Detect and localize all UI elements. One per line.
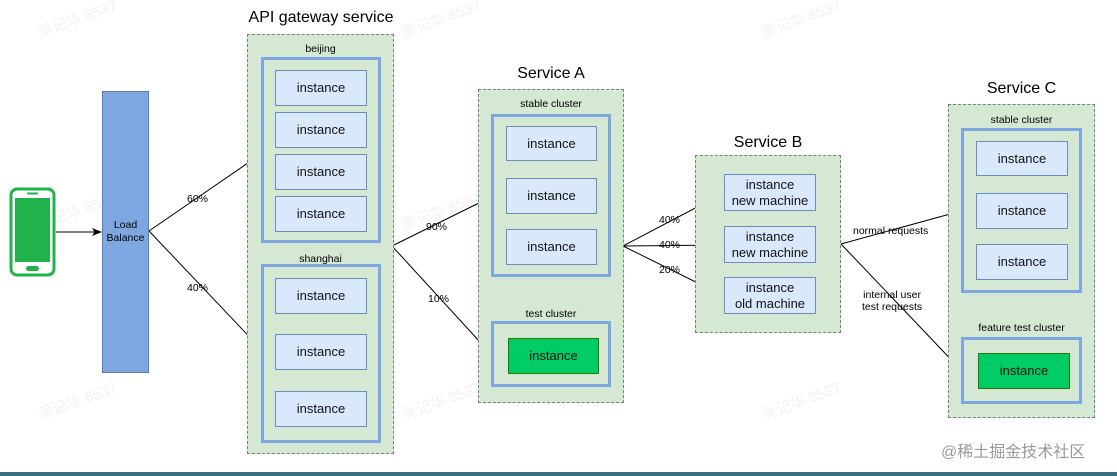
- edge-label-internal-test: internal user test requests: [862, 289, 922, 313]
- edge-label-a-b1: 40%: [659, 214, 681, 226]
- edge-label-internal-line2: test requests: [862, 301, 923, 313]
- service-a-stable-label: stable cluster: [520, 98, 582, 110]
- service-c-stable-cluster: [961, 128, 1082, 293]
- service-c-title: Service C: [986, 80, 1057, 97]
- mobile-phone-icon: [9, 187, 56, 277]
- beijing-instance: instance: [275, 112, 367, 148]
- arrow-lb-to-shanghai: [148, 230, 262, 350]
- arrow-b-to-c-stable: [840, 209, 962, 245]
- edge-label-gateway-stable: 90%: [426, 221, 448, 233]
- load-balancer-label-line2: Balance: [106, 232, 145, 244]
- instance-label: instance: [745, 228, 795, 244]
- service-a-title: Service A: [517, 65, 585, 82]
- edge-label-gateway-test: 10%: [428, 293, 450, 305]
- shanghai-instance: instance: [275, 391, 367, 427]
- beijing-instance: instance: [275, 196, 367, 232]
- credit-text: @稀土掘金技术社区: [941, 444, 1086, 461]
- shanghai-instance: instance: [275, 278, 367, 314]
- service-b-title: Service B: [733, 134, 803, 151]
- arrow-b-to-c-feature: [840, 243, 962, 371]
- service-a-test-cluster: [491, 321, 611, 387]
- service-a-stable-instance: instance: [506, 178, 597, 214]
- service-c-stable-label: stable cluster: [990, 114, 1053, 126]
- instance-label: instance: [745, 279, 795, 295]
- shanghai-cluster: [261, 264, 381, 443]
- edge-label-normal-requests: normal requests: [853, 225, 929, 237]
- arrow-gateway-to-stable: [391, 196, 492, 247]
- service-c-feature-instance: instance: [978, 353, 1070, 389]
- machine-label: old machine: [734, 295, 806, 311]
- service-c-feature-cluster: [961, 337, 1082, 404]
- service-c-stable-instance: instance: [976, 193, 1068, 229]
- service-a-stable-cluster: [491, 114, 611, 277]
- load-balancer: Load Balance: [102, 91, 149, 373]
- arrow-lb-to-beijing: [148, 153, 262, 232]
- edge-label-lb-shanghai: 40%: [187, 282, 209, 294]
- beijing-instance: instance: [275, 70, 367, 106]
- service-a-test-label: test cluster: [525, 308, 577, 320]
- edge-label-internal-line1: internal user: [863, 289, 921, 301]
- shanghai-cluster-label: shanghai: [299, 253, 342, 265]
- load-balancer-label-line1: Load: [113, 219, 138, 231]
- service-a-stable-instance: instance: [506, 229, 597, 265]
- arrow-gateway-to-test: [391, 245, 492, 355]
- shanghai-instance: instance: [275, 334, 367, 370]
- service-c-feature-label: feature test cluster: [978, 322, 1065, 334]
- instance-label: instance: [745, 176, 795, 192]
- service-c-stable-instance: instance: [976, 141, 1068, 176]
- edge-label-a-b2: 40%: [659, 239, 681, 251]
- beijing-cluster: [261, 57, 381, 243]
- service-a-test-instance: instance: [508, 338, 599, 374]
- machine-label: new machine: [731, 244, 809, 260]
- bottom-divider: [0, 472, 1117, 476]
- service-c-stable-instance: instance: [976, 244, 1068, 280]
- service-a-stable-instance: instance: [506, 126, 597, 161]
- api-gateway-title: API gateway service: [248, 9, 394, 26]
- beijing-instance: instance: [275, 154, 367, 190]
- beijing-cluster-label: beijing: [305, 43, 336, 55]
- edge-label-a-b3: 20%: [659, 264, 681, 276]
- edge-label-lb-beijing: 60%: [187, 193, 209, 205]
- machine-label: new machine: [731, 192, 809, 208]
